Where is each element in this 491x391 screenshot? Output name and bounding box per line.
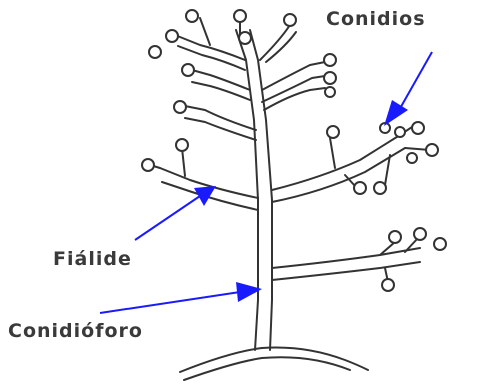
conidios-arrow-line [398,52,432,112]
conidium [412,122,424,134]
conidium [426,144,438,156]
middle-right-branch-b [272,148,405,202]
conidium [166,30,178,42]
conidium [182,64,194,76]
conidium [382,279,394,291]
fialide-arrow-line [135,196,200,240]
conidium [176,139,188,151]
conidium [174,101,186,113]
conidium [407,153,417,163]
conidium [325,87,335,97]
conidium [234,10,246,22]
conidium [239,32,251,44]
conidios-arrowhead [384,100,408,126]
conidium [395,127,405,137]
basal-hypha [180,348,368,373]
conidium [284,14,296,26]
conidium [389,231,401,243]
conidium [354,182,366,194]
conidium [374,182,386,194]
fialide-arrowhead [194,186,216,206]
conidium [434,238,446,250]
conidium [324,54,336,66]
main-stalk-right [250,30,272,350]
label-conidios: Conidios [326,8,426,30]
label-conidioforo: Conidióforo [8,320,143,342]
label-fialide: Fiálide [53,248,132,270]
conidium [149,46,161,58]
conidium [186,10,198,22]
conidium [142,159,154,171]
conidium [414,228,426,240]
conidioforo-arrow-line [100,292,240,313]
conidium [327,126,339,138]
conidium [324,72,336,84]
main-stalk-left [236,30,258,350]
